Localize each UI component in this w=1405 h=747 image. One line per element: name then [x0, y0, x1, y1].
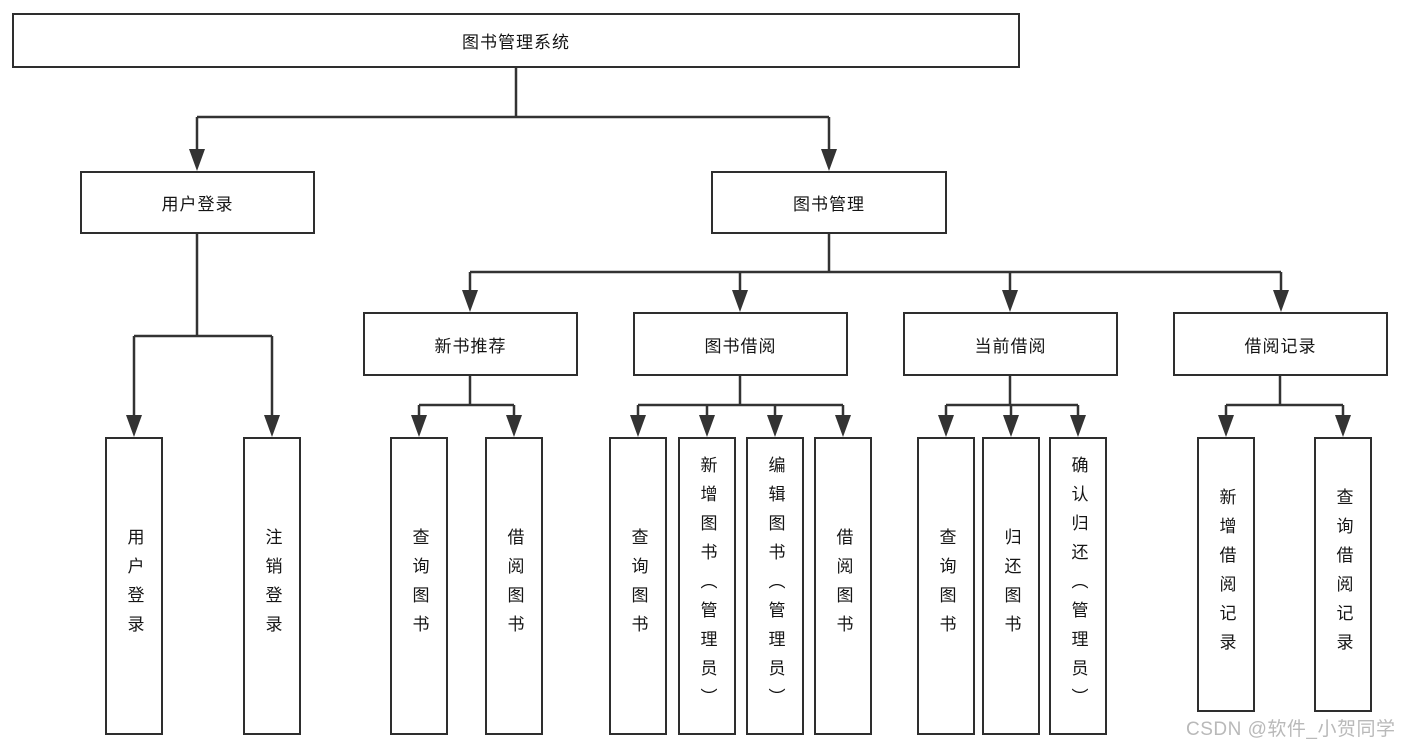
node-new-book-recommend: 新书推荐: [363, 312, 578, 376]
node-confirm-return-admin-label: 确认归还（管理员）: [1068, 455, 1088, 717]
node-logout: 注销登录: [243, 437, 301, 735]
node-add-borrow-record: 新增借阅记录: [1197, 437, 1255, 712]
node-recommend-borrow-books: 借阅图书: [485, 437, 543, 735]
node-book-management-label: 图书管理: [793, 195, 865, 214]
node-edit-book-admin-label: 编辑图书（管理员）: [765, 455, 785, 717]
node-return-books-label: 归还图书: [1001, 528, 1021, 644]
node-current-borrowing-label: 当前借阅: [974, 336, 1047, 356]
node-add-borrow-record-label: 新增借阅记录: [1216, 487, 1236, 662]
node-current-borrowing: 当前借阅: [903, 312, 1118, 376]
node-borrowing-query-books: 查询图书: [609, 437, 667, 735]
node-borrowing-borrow-books-label: 借阅图书: [833, 528, 853, 644]
node-borrowing-query-books-label: 查询图书: [628, 528, 648, 644]
node-current-query-books: 查询图书: [917, 437, 975, 735]
node-borrowing-records: 借阅记录: [1173, 312, 1388, 376]
node-login: 用户登录: [105, 437, 163, 735]
node-login-label: 用户登录: [124, 528, 144, 644]
node-user-login-group-label: 用户登录: [161, 195, 234, 214]
node-recommend-borrow-books-label: 借阅图书: [504, 528, 524, 644]
node-return-books: 归还图书: [982, 437, 1040, 735]
tree-edge-lines: [132, 68, 1345, 421]
node-book-borrowing-label: 图书借阅: [704, 336, 777, 356]
node-add-book-admin-label: 新增图书（管理员）: [697, 455, 717, 717]
node-logout-label: 注销登录: [262, 528, 282, 644]
arrowheads: [126, 149, 1351, 437]
node-query-borrow-record-label: 查询借阅记录: [1333, 487, 1353, 662]
node-borrowing-borrow-books: 借阅图书: [814, 437, 872, 735]
node-borrowing-records-label: 借阅记录: [1244, 336, 1317, 356]
node-current-query-books-label: 查询图书: [936, 528, 956, 644]
node-recommend-query-books-label: 查询图书: [409, 528, 429, 644]
node-query-borrow-record: 查询借阅记录: [1314, 437, 1372, 712]
node-user-login-group: 用户登录: [80, 171, 315, 234]
node-edit-book-admin: 编辑图书（管理员）: [746, 437, 804, 735]
node-book-borrowing: 图书借阅: [633, 312, 848, 376]
node-library-system: 图书管理系统: [12, 13, 1020, 68]
csdn-watermark: CSDN @软件_小贺同学: [1186, 719, 1396, 740]
node-library-system-label: 图书管理系统: [462, 33, 570, 52]
node-confirm-return-admin: 确认归还（管理员）: [1049, 437, 1107, 735]
node-new-book-recommend-label: 新书推荐: [434, 336, 507, 356]
node-recommend-query-books: 查询图书: [390, 437, 448, 735]
node-add-book-admin: 新增图书（管理员）: [678, 437, 736, 735]
node-book-management: 图书管理: [711, 171, 947, 234]
